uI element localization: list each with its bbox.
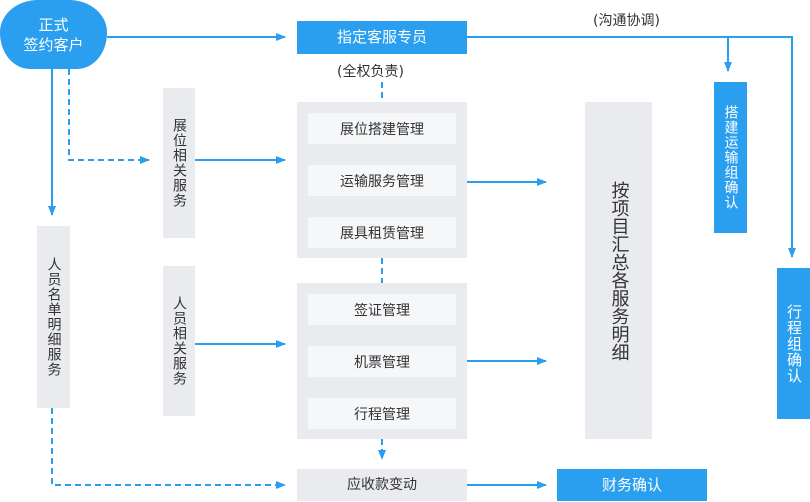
equipment-rental-label: 展具租赁管理 — [340, 223, 424, 243]
personnel-management-group: 签证管理 机票管理 行程管理 — [297, 283, 467, 439]
itinerary-confirm-label: 行程组确认 — [786, 304, 801, 384]
build-transport-confirm-box: 搭建运输组确认 — [714, 82, 747, 233]
signed-client-line2: 签约客户 — [23, 35, 83, 55]
exhibition-services-label: 展位相关服务 — [172, 118, 186, 208]
coordination-note: (沟通协调) — [593, 10, 660, 30]
receivables-change-label: 应收款变动 — [347, 478, 417, 492]
edge-personnel-list-to-receivables — [52, 408, 285, 485]
build-transport-confirm-label: 搭建运输组确认 — [724, 105, 738, 210]
air-ticket-label: 机票管理 — [354, 352, 410, 372]
project-summary-label: 按项目汇总各服务明细 — [610, 181, 628, 361]
personnel-list-label: 人员名单明细服务 — [47, 257, 61, 377]
project-summary-box: 按项目汇总各服务明细 — [585, 102, 652, 439]
visa-label: 签证管理 — [354, 300, 410, 320]
itinerary-label: 行程管理 — [354, 404, 410, 424]
air-ticket-item: 机票管理 — [308, 346, 456, 377]
customer-service-specialist-box: 指定客服专员 — [297, 21, 467, 54]
edge-client-to-exhibition-group — [69, 69, 149, 160]
exhibition-management-group: 展位搭建管理 运输服务管理 展具租赁管理 — [297, 102, 467, 258]
booth-construction-item: 展位搭建管理 — [308, 113, 456, 144]
full-responsibility-note: (全权负责) — [337, 61, 404, 81]
finance-confirmation-label: 财务确认 — [602, 478, 662, 493]
personnel-list-box: 人员名单明细服务 — [37, 226, 70, 408]
personnel-services-box: 人员相关服务 — [163, 266, 195, 416]
booth-construction-label: 展位搭建管理 — [340, 119, 424, 139]
signed-client-line1: 正式 — [38, 15, 68, 35]
customer-service-specialist-label: 指定客服专员 — [337, 30, 427, 45]
itinerary-confirm-box: 行程组确认 — [777, 268, 810, 419]
transport-service-label: 运输服务管理 — [340, 171, 424, 191]
itinerary-item: 行程管理 — [308, 398, 456, 429]
receivables-change-box: 应收款变动 — [297, 469, 467, 501]
exhibition-services-box: 展位相关服务 — [163, 88, 195, 238]
transport-service-item: 运输服务管理 — [308, 165, 456, 196]
equipment-rental-item: 展具租赁管理 — [308, 217, 456, 248]
visa-item: 签证管理 — [308, 294, 456, 325]
personnel-services-label: 人员相关服务 — [172, 296, 186, 386]
signed-client-node: 正式 签约客户 — [0, 0, 107, 69]
finance-confirmation-box: 财务确认 — [557, 469, 707, 501]
edge-specialist-to-build-confirm — [467, 37, 728, 71]
